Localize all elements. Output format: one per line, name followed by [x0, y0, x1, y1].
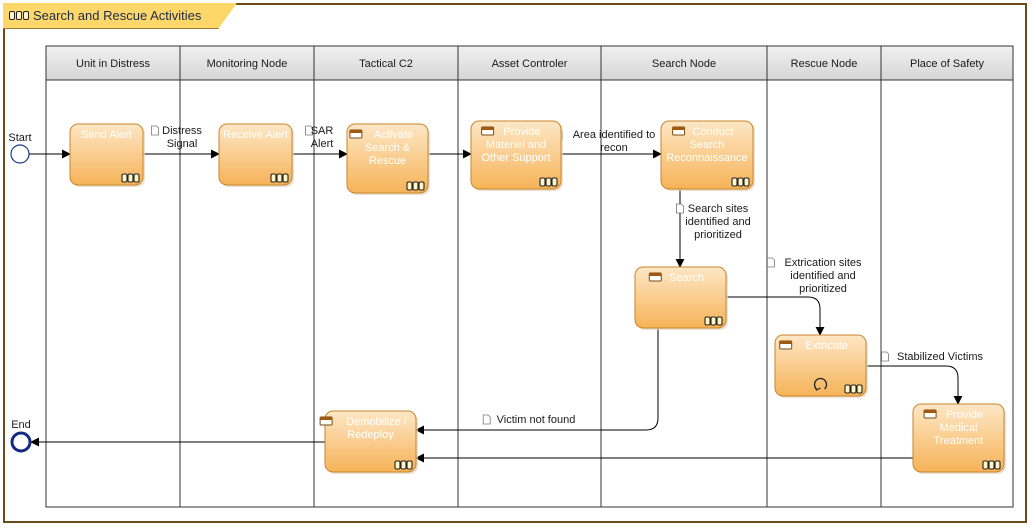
lane-header-label: Asset Controler: [492, 58, 568, 70]
activity-receive-alert[interactable]: Receive Alert: [218, 123, 294, 187]
subprocess-marker-icon: [982, 460, 1001, 470]
activity-extricate[interactable]: Extricate: [774, 334, 868, 398]
user-task-icon: [648, 272, 662, 282]
activity-label: Other Support: [481, 152, 550, 164]
flow-notfound[interactable]: Victim not found: [415, 328, 659, 435]
user-task-icon: [779, 340, 793, 350]
lane-header-label: Monitoring Node: [207, 58, 288, 70]
flow-label: prioritized: [694, 229, 742, 241]
activity-label: Provide: [946, 409, 983, 421]
data-object-icon: [881, 351, 889, 362]
diagram-title-tab[interactable]: Search and Rescue Activities: [3, 3, 237, 29]
subprocess-marker-icon: [539, 177, 558, 187]
flow-label: identified and: [685, 216, 750, 228]
subprocess-marker-icon: [406, 181, 425, 191]
flow-label: Signal: [167, 138, 198, 150]
data-object-icon: [151, 125, 159, 136]
activity-label: Send Alert: [81, 129, 132, 141]
end-event-label: End: [11, 419, 31, 431]
end-event[interactable]: End: [10, 419, 32, 453]
process-icon: [9, 11, 29, 20]
lane-header-label: Rescue Node: [791, 58, 858, 70]
flow-label: SAR: [311, 125, 334, 137]
flow-label: Stabilized Victims: [897, 351, 983, 363]
flow-label: Extrication sites: [784, 257, 862, 269]
loop-marker-icon: [813, 377, 828, 391]
activity-label: Treatment: [934, 435, 984, 447]
activity-label: Medical: [940, 422, 978, 434]
subprocess-marker-icon: [704, 316, 723, 326]
lane-header: [179, 45, 315, 81]
subprocess-marker-icon: [270, 173, 289, 183]
user-task-icon: [349, 129, 363, 139]
flow-label: Area identified to: [573, 129, 656, 141]
activity-label: Search: [690, 139, 725, 151]
activity-label: Provide: [503, 126, 540, 138]
activity-label: Reconnaissance: [666, 152, 747, 164]
activity-send-alert[interactable]: Send Alert: [69, 123, 145, 187]
lane-header: [313, 45, 459, 81]
data-object-icon: [305, 125, 313, 136]
user-task-icon: [923, 409, 937, 419]
flow-label: Search sites: [688, 203, 749, 215]
lane-rescue[interactable]: Rescue Node: [766, 45, 882, 508]
lane-header: [457, 45, 602, 81]
lane-header-label: Tactical C2: [359, 58, 413, 70]
lane-header-label: Search Node: [652, 58, 716, 70]
flow-label: Alert: [311, 138, 334, 150]
activity-demobilize[interactable]: Demobilize /Redeploy: [319, 410, 418, 474]
subprocess-marker-icon: [731, 177, 750, 187]
flow-label: Distress: [162, 125, 202, 137]
data-object-icon: [767, 257, 775, 268]
flow-label: recon: [600, 142, 628, 154]
lane-monitor[interactable]: Monitoring Node: [179, 45, 315, 508]
lane-header: [880, 45, 1014, 81]
flow-stabilized[interactable]: Stabilized Victims: [866, 351, 983, 405]
user-task-icon: [319, 416, 333, 426]
activity-label: Demobilize /: [346, 416, 407, 428]
diagram-title: Search and Rescue Activities: [33, 8, 202, 23]
data-object-icon: [676, 203, 684, 214]
activity-label: Search: [669, 272, 704, 284]
swimlanes: Unit in Distress Monitoring Node Tactical …: [45, 45, 1014, 508]
lane-header-label: Place of Safety: [910, 58, 984, 70]
activity-label: Receive Alert: [223, 129, 288, 141]
lane-unit[interactable]: Unit in Distress: [45, 45, 181, 508]
activity-label: Activate: [374, 129, 413, 141]
start-event[interactable]: Start: [8, 132, 32, 164]
activity-search[interactable]: Search: [634, 266, 728, 330]
lane-header-label: Unit in Distress: [76, 58, 150, 70]
subprocess-marker-icon: [394, 460, 413, 470]
flow-label: prioritized: [799, 283, 847, 295]
subprocess-marker-icon: [844, 384, 863, 394]
flow-label: Victim not found: [497, 414, 576, 426]
activity-label: Extricate: [805, 340, 848, 352]
activity-label: Search &: [365, 142, 411, 154]
activity-label: Materiel and: [486, 139, 547, 151]
activity-label: Rescue: [369, 155, 406, 167]
start-event-label: Start: [8, 132, 31, 144]
activity-label: Redeploy: [347, 429, 394, 441]
user-task-icon: [672, 126, 686, 136]
lane-asset[interactable]: Asset Controler: [457, 45, 602, 508]
flow-label: identified and: [790, 270, 855, 282]
subprocess-marker-icon: [121, 173, 140, 183]
data-object-icon: [482, 414, 491, 425]
activity-label: Conduct: [693, 126, 734, 138]
user-task-icon: [481, 126, 495, 136]
